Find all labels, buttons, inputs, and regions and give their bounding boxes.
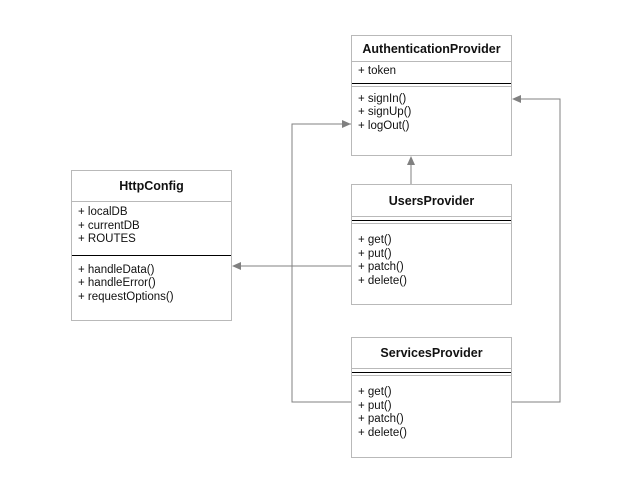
methods-section: + handleData() + handleError() + request… — [72, 256, 231, 308]
class-users-provider: UsersProvider + get() + put() + patch() … — [351, 184, 512, 305]
method-item: + delete() — [358, 426, 407, 439]
method-item: + handleError() — [78, 277, 156, 290]
attributes-section: + localDB + currentDB + ROUTES — [72, 202, 231, 255]
method-item: + put() — [358, 247, 392, 260]
methods-section: + get() + put() + patch() + delete() — [352, 224, 511, 291]
class-title: HttpConfig — [72, 171, 231, 202]
class-title: ServicesProvider — [352, 338, 511, 369]
method-item: + signIn() — [358, 92, 407, 105]
services-to-auth-arrowhead — [512, 95, 521, 103]
class-title: AuthenticationProvider — [352, 36, 511, 62]
class-http-config: HttpConfig + localDB + currentDB + ROUTE… — [71, 170, 232, 321]
class-title: UsersProvider — [352, 185, 511, 217]
method-item: + delete() — [358, 274, 407, 287]
section-divider — [352, 372, 511, 376]
section-divider — [352, 220, 511, 224]
attribute-item: + token — [358, 65, 397, 77]
method-item: + patch() — [358, 413, 404, 426]
auth-side-arrowhead — [342, 120, 351, 128]
class-authentication-provider: AuthenticationProvider + token + signIn(… — [351, 35, 512, 156]
methods-section: + get() + put() + patch() + delete() — [352, 376, 511, 443]
method-item: + requestOptions() — [78, 290, 174, 303]
attributes-section: + token — [352, 62, 511, 83]
method-item: + logOut() — [358, 119, 410, 132]
users-to-http-arrowhead — [232, 262, 241, 270]
services-to-auth-line — [512, 98, 561, 403]
attribute-item: + ROUTES — [78, 233, 136, 246]
method-item: + get() — [358, 234, 392, 246]
users-to-auth-arrowhead — [407, 156, 415, 165]
methods-section: + signIn() + signUp() + logOut() — [352, 87, 511, 137]
method-item: + get() — [358, 386, 392, 398]
method-item: + patch() — [358, 261, 404, 274]
method-item: + put() — [358, 399, 392, 412]
method-item: + handleData() — [78, 263, 155, 276]
class-services-provider: ServicesProvider + get() + put() + patch… — [351, 337, 512, 458]
section-divider — [352, 82, 511, 87]
attribute-item: + localDB — [78, 206, 128, 218]
method-item: + signUp() — [358, 106, 412, 119]
attribute-item: + currentDB — [78, 219, 140, 232]
section-divider — [72, 254, 231, 256]
services-to-http-line — [291, 123, 351, 403]
